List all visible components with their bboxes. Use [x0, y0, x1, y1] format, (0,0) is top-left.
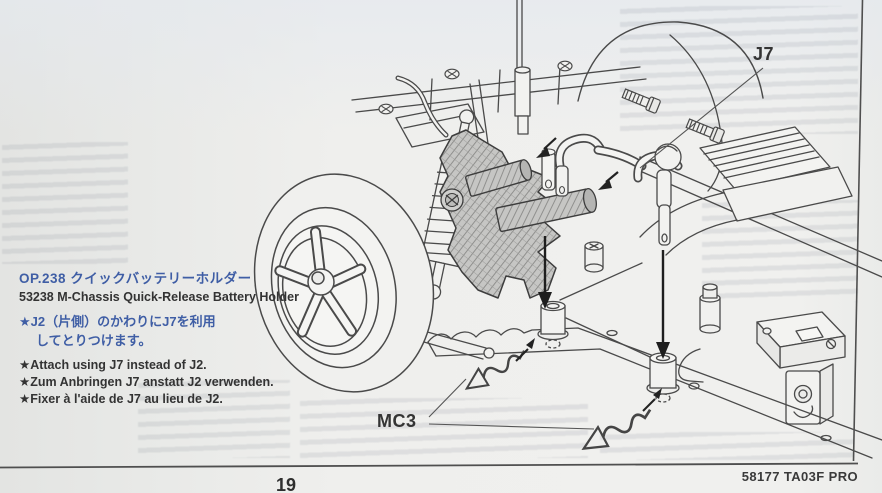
chassis-linework	[351, 0, 882, 459]
bleedthrough-text-bottom-right	[600, 432, 854, 460]
mount-post-right	[646, 352, 680, 403]
note-de: ★Zum Anbringen J7 anstatt J2 verwenden.	[19, 375, 274, 389]
bleedthrough-text-left	[2, 142, 128, 264]
insert-arrow-upper	[536, 137, 557, 158]
holder-screw-boss	[440, 188, 464, 212]
column-rule	[852, 0, 864, 462]
battery-holder-part	[439, 129, 619, 299]
chassis-post	[699, 283, 721, 334]
mc3-leader-line-left	[428, 378, 467, 418]
screw-post	[584, 241, 604, 273]
mounting-hardware	[460, 236, 680, 457]
note-jp-line1: ★J2（片側）のかわりにJ7を利用	[19, 314, 216, 329]
cap-screw-1	[620, 86, 662, 115]
j7-parts	[554, 86, 726, 246]
bleedthrough-text-bottom-center	[300, 398, 588, 458]
note-fr: ★Fixer à l'aide de J7 au lieu de J2.	[19, 392, 223, 406]
front-wheel	[253, 173, 435, 393]
label-j7: J7	[753, 44, 775, 64]
clip-arrow-right	[642, 388, 662, 412]
insert-arrow-lower	[598, 171, 619, 190]
down-arrow-left	[538, 236, 552, 309]
clip-arrow-left	[515, 338, 535, 362]
part-title-en: 53238 M-Chassis Quick-Release Battery Ho…	[19, 290, 299, 304]
footer-rule	[0, 462, 859, 469]
page-number: 19	[276, 475, 297, 493]
down-arrow-right	[656, 250, 670, 359]
part-info-box: OP.238 クイックバッテリーホルダー 53238 M-Chassis Qui…	[19, 267, 329, 406]
esc-unit	[756, 311, 846, 369]
mount-post-left	[537, 300, 569, 349]
body-clip-right	[576, 405, 659, 457]
holder-post-lower	[495, 188, 597, 233]
mc3-leader-line-right	[428, 423, 595, 430]
switch-unit	[785, 363, 834, 425]
bleedthrough-text-bottom-left	[138, 380, 290, 458]
part-title-jp: OP.238 クイックバッテリーホルダー	[19, 271, 252, 286]
note-en: ★Attach using J7 instead of J2.	[19, 358, 207, 372]
j7-leader-line	[639, 67, 764, 169]
note-jp-line2: してとりつけます。	[36, 333, 152, 348]
label-mc3: MC3	[377, 411, 417, 431]
j7-hook-right	[654, 143, 682, 246]
product-code: 58177 TA03F PRO	[741, 469, 858, 484]
leader-lines	[428, 67, 764, 430]
bleedthrough-text-top-right	[620, 6, 858, 134]
holder-post-upper	[465, 159, 533, 197]
chassis-front-edge	[427, 327, 882, 441]
